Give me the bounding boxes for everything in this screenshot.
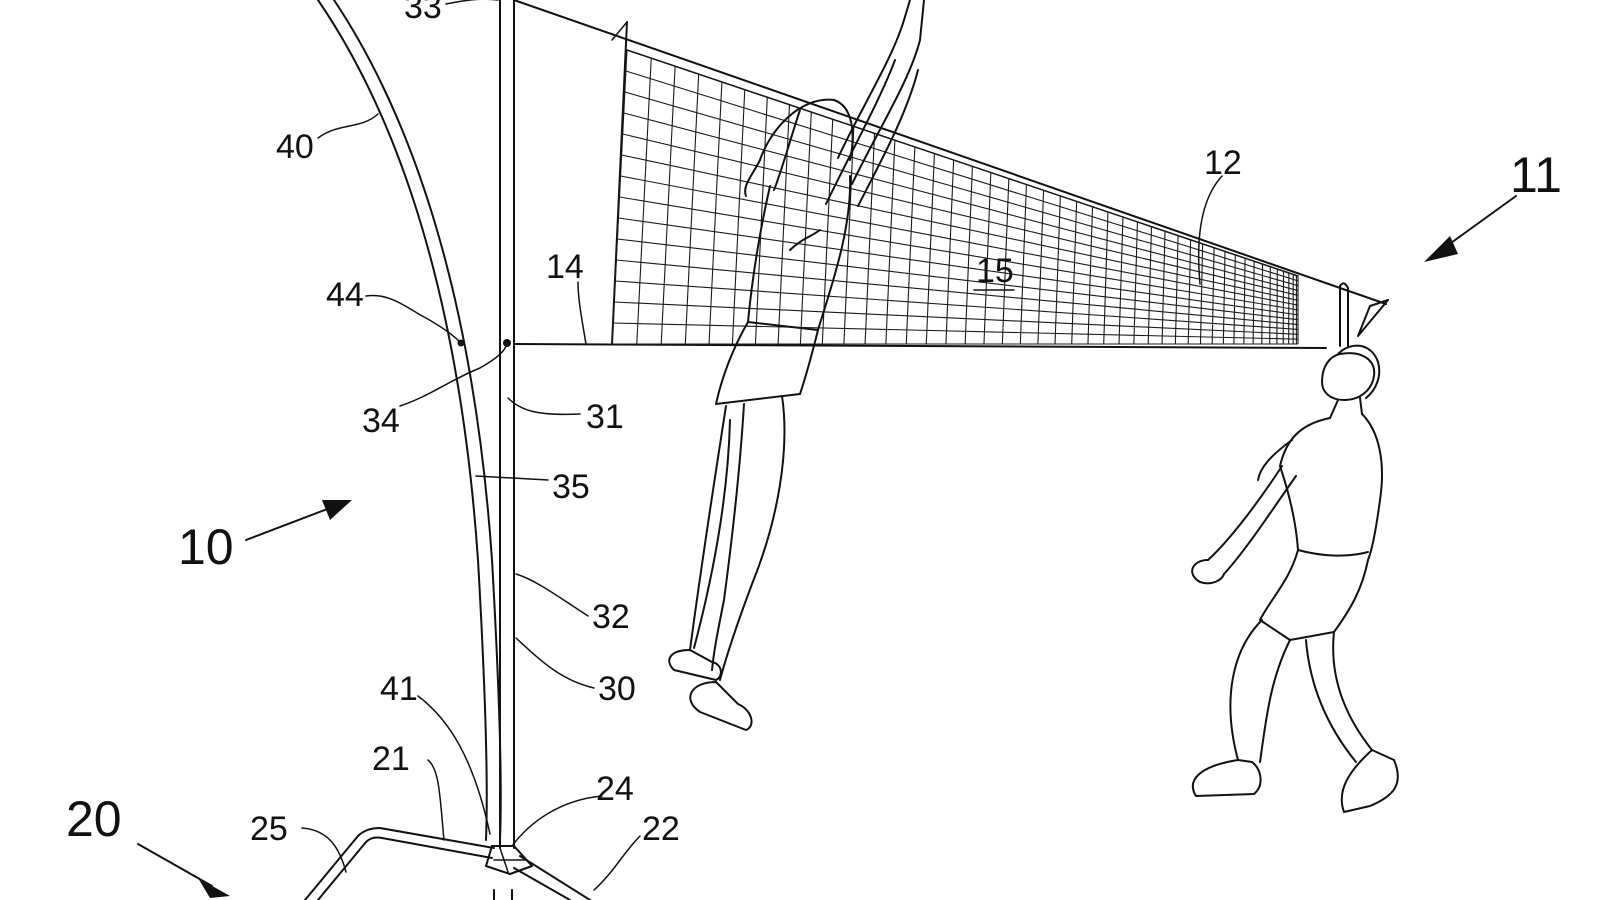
ref-10: 10 bbox=[178, 519, 234, 575]
ref-32: 32 bbox=[592, 598, 630, 636]
ref-24: 24 bbox=[596, 770, 634, 808]
ref-35: 35 bbox=[552, 468, 590, 506]
net-mesh-horizontal bbox=[615, 280, 1299, 330]
ref-41: 41 bbox=[380, 670, 418, 708]
ref-30: 30 bbox=[598, 670, 636, 708]
ref-34: 34 bbox=[362, 402, 400, 440]
net-mesh-horizontal bbox=[626, 49, 1299, 277]
reference-numerals: 33 40 44 14 34 31 35 10 32 30 41 21 24 2… bbox=[66, 0, 1562, 848]
volleyball-net bbox=[513, 0, 1389, 349]
net-mesh bbox=[611, 49, 1299, 345]
ref-21: 21 bbox=[372, 740, 410, 778]
net-mesh-horizontal bbox=[625, 70, 1299, 282]
ref-40: 40 bbox=[276, 128, 314, 166]
ref-25: 25 bbox=[250, 810, 288, 848]
ref-44: 44 bbox=[326, 276, 364, 314]
base-frame bbox=[304, 827, 591, 900]
net-mesh-horizontal bbox=[613, 322, 1299, 340]
net-mesh-horizontal bbox=[622, 133, 1299, 296]
ref-33: 33 bbox=[404, 0, 442, 26]
ref-14: 14 bbox=[546, 248, 584, 286]
ref-20: 20 bbox=[66, 791, 122, 847]
ref-15: 15 bbox=[976, 252, 1014, 290]
net-mesh-horizontal bbox=[614, 301, 1299, 335]
ref-22: 22 bbox=[642, 810, 680, 848]
jumping-player-figure bbox=[668, 0, 925, 731]
net-mesh-horizontal bbox=[620, 175, 1299, 306]
net-mesh-horizontal bbox=[619, 196, 1299, 311]
net-mesh-horizontal bbox=[623, 112, 1299, 292]
net-mesh-horizontal bbox=[618, 217, 1299, 316]
receiving-player-figure bbox=[1191, 344, 1399, 813]
net-mesh-horizontal bbox=[616, 259, 1299, 326]
net-mesh-horizontal bbox=[617, 238, 1299, 321]
vertical-post bbox=[457, 0, 515, 849]
ref-11: 11 bbox=[1510, 147, 1562, 203]
ref-31: 31 bbox=[586, 398, 624, 436]
arched-support-pole bbox=[317, 0, 502, 841]
leader-lines bbox=[301, 0, 1223, 891]
ref-12: 12 bbox=[1204, 144, 1242, 182]
net-mesh-horizontal bbox=[624, 91, 1299, 287]
direction-arrows bbox=[137, 195, 1517, 898]
net-mesh-horizontal bbox=[621, 154, 1299, 301]
